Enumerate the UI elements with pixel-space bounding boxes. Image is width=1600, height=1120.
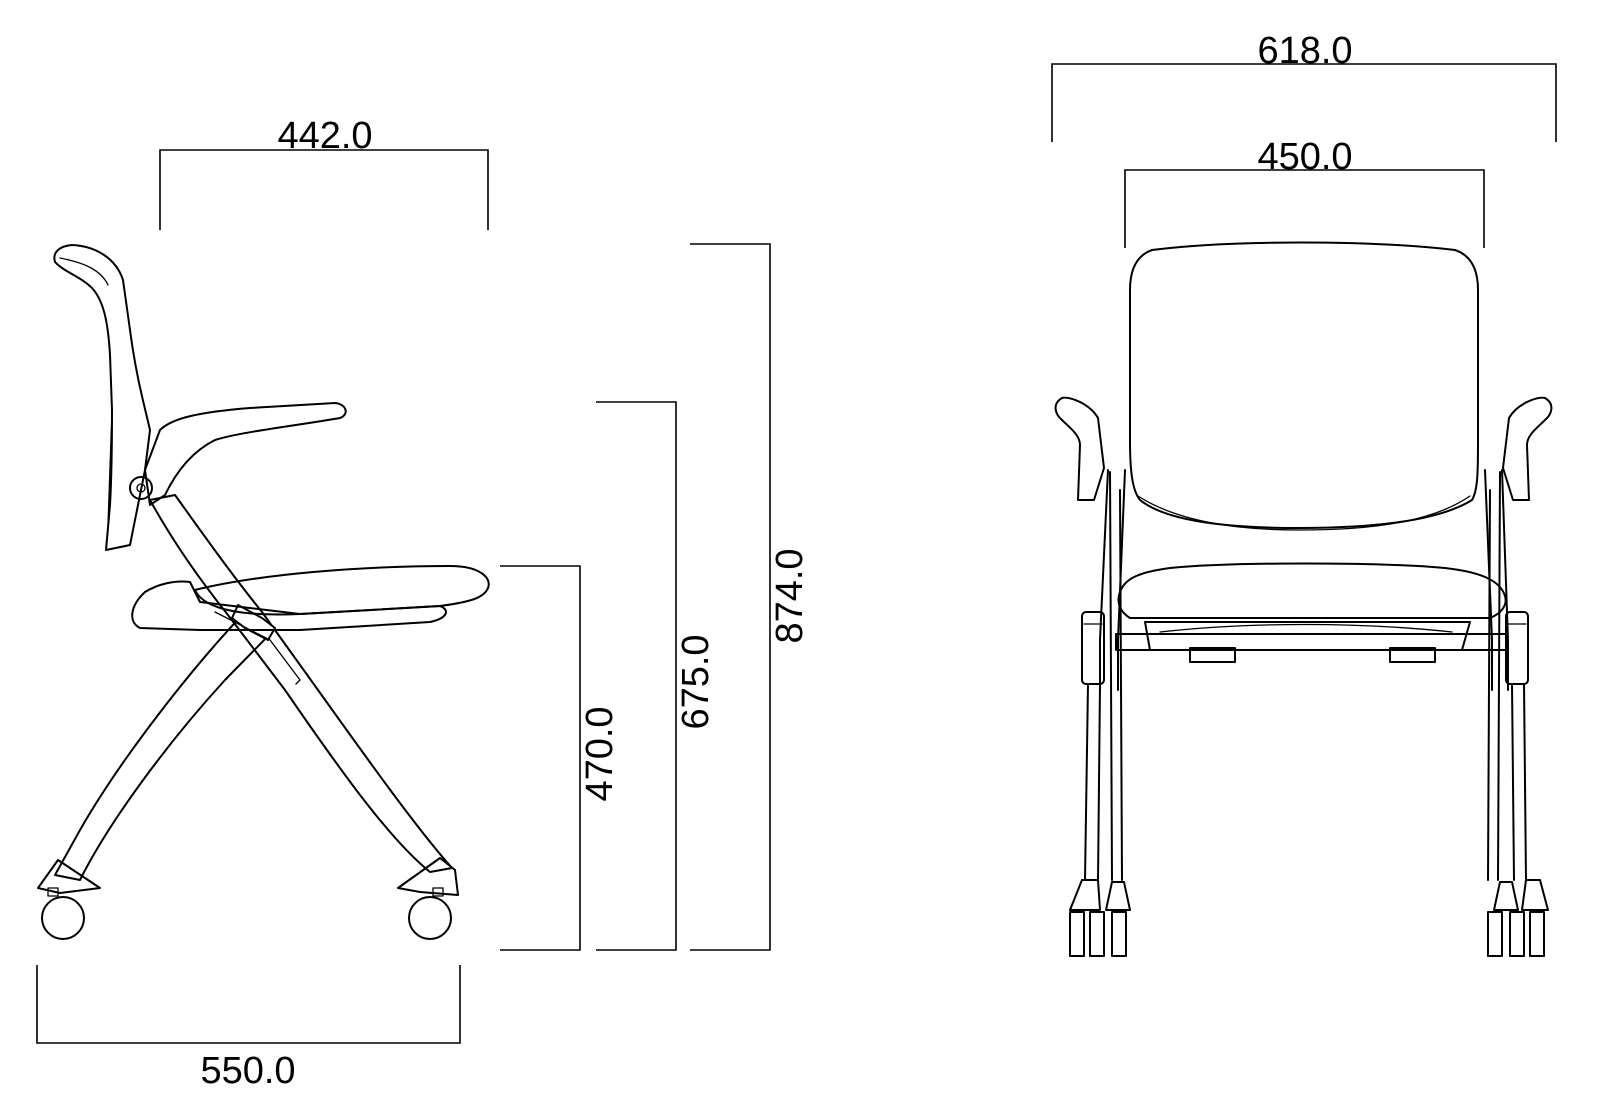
dimension-front-seat-width: 450.0 [1124,136,1485,248]
front-right-foot [1493,879,1549,911]
side-armrest [144,402,347,506]
dimension-label: 450.0 [1257,136,1352,178]
front-seat-pan [1144,621,1471,651]
side-cross-bracket [231,604,276,641]
dimension-front-overall-width: 618.0 [1051,30,1557,142]
side-front-leg [149,494,453,873]
side-front-caster [408,896,452,940]
side-rear-foot [37,859,101,894]
dimension-label: 675.0 [675,634,717,729]
front-crossbar [1115,633,1507,651]
front-left-caster [1069,911,1127,957]
dimension-side-back-depth: 442.0 [159,115,489,230]
side-backrest [53,244,151,551]
front-left-leg [1081,611,1105,685]
front-right-armrest [1502,396,1553,501]
side-front-foot [397,857,459,896]
dimension-side-overall-depth: 550.0 [36,965,461,1092]
side-rear-leg [54,611,273,881]
dimension-side-arm-height: 675.0 [596,401,717,951]
dimension-side-seat-height: 470.0 [500,565,621,951]
side-seat-underframe [131,580,447,631]
front-right-caster [1487,911,1545,957]
side-rear-caster [41,896,85,940]
front-view-chair [1054,241,1553,957]
front-right-post [1484,469,1509,691]
front-seat [1117,562,1507,619]
side-view-chair [37,244,490,940]
front-right-leg [1505,611,1529,685]
dimension-label: 874.0 [769,548,811,643]
front-right-latch [1389,647,1436,663]
side-pivot-joint [129,476,153,500]
dimension-label: 442.0 [277,115,372,157]
dimension-label: 470.0 [579,706,621,801]
front-left-armrest [1054,396,1105,501]
side-seat [194,565,490,616]
front-left-post [1099,469,1126,691]
dimension-side-overall-height: 874.0 [690,243,811,951]
front-left-latch [1189,647,1236,663]
dimension-label: 618.0 [1257,30,1352,72]
front-backrest [1129,241,1479,529]
dimension-label: 550.0 [200,1050,295,1092]
front-left-foot [1069,879,1131,911]
